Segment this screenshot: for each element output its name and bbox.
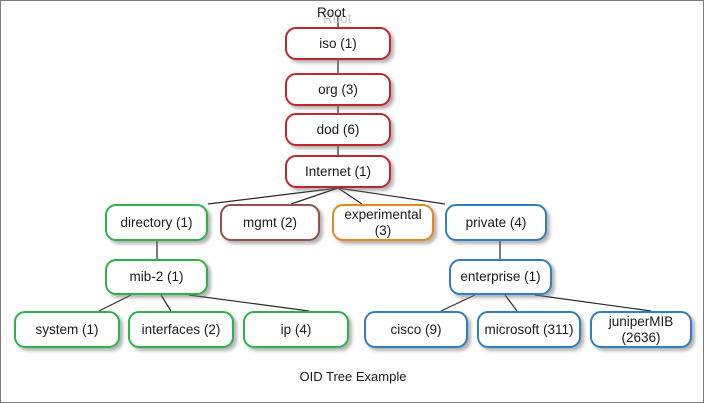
node-label-system: system (1) [35,321,99,337]
node-enterprise[interactable]: enterprise (1) [449,259,552,295]
node-private[interactable]: private (4) [445,204,547,241]
node-label-dod: dod (6) [316,121,360,137]
node-label-org: org (3) [318,81,358,97]
edge-internet-to-directory [207,187,339,205]
edge-enterprise-to-cisco [440,294,476,312]
node-cisco[interactable]: cisco (9) [364,311,468,348]
edge-enterprise-to-microsoft [504,294,518,312]
edge-enterprise-to-juniper [534,294,652,312]
node-label-ip: ip (4) [280,321,312,337]
edge-mib2-to-interfaces [160,294,172,312]
node-label-cisco: cisco (9) [390,321,442,337]
node-ip[interactable]: ip (4) [243,311,349,348]
node-label-mib2: mib-2 (1) [129,269,184,285]
node-system[interactable]: system (1) [14,311,120,348]
root-label: Root [317,5,346,20]
node-label-interfaces: interfaces (2) [141,321,221,337]
node-internet[interactable]: Internet (1) [285,155,391,188]
node-label-mgmt: mgmt (2) [243,214,297,230]
node-juniper[interactable]: juniperMIB (2636) [590,311,692,348]
node-label-iso: iso (1) [319,35,357,51]
node-interfaces[interactable]: interfaces (2) [128,311,234,348]
node-iso[interactable]: iso (1) [285,27,391,60]
node-org[interactable]: org (3) [285,73,391,106]
node-mib2[interactable]: mib-2 (1) [105,259,208,295]
node-label-microsoft: microsoft (311) [484,321,574,337]
edge-internet-to-private [337,187,446,205]
node-dod[interactable]: dod (6) [285,113,391,146]
node-label-juniper: juniperMIB (2636) [608,314,674,345]
edge-mib2-to-ip [188,294,310,312]
node-experimental[interactable]: experimental (3) [332,204,434,241]
edge-internet-to-experimental [337,187,363,205]
node-microsoft[interactable]: microsoft (311) [477,311,581,348]
edge-mib2-to-system [98,294,132,312]
node-label-private: private (4) [465,214,527,230]
node-label-experimental: experimental (3) [344,207,422,238]
node-directory[interactable]: directory (1) [105,204,208,241]
edge-internet-to-mgmt [290,187,339,205]
diagram-caption: OID Tree Example [299,369,407,384]
node-label-enterprise: enterprise (1) [460,269,541,285]
node-label-directory: directory (1) [120,214,193,230]
node-label-internet: Internet (1) [304,163,372,179]
node-mgmt[interactable]: mgmt (2) [220,204,320,241]
